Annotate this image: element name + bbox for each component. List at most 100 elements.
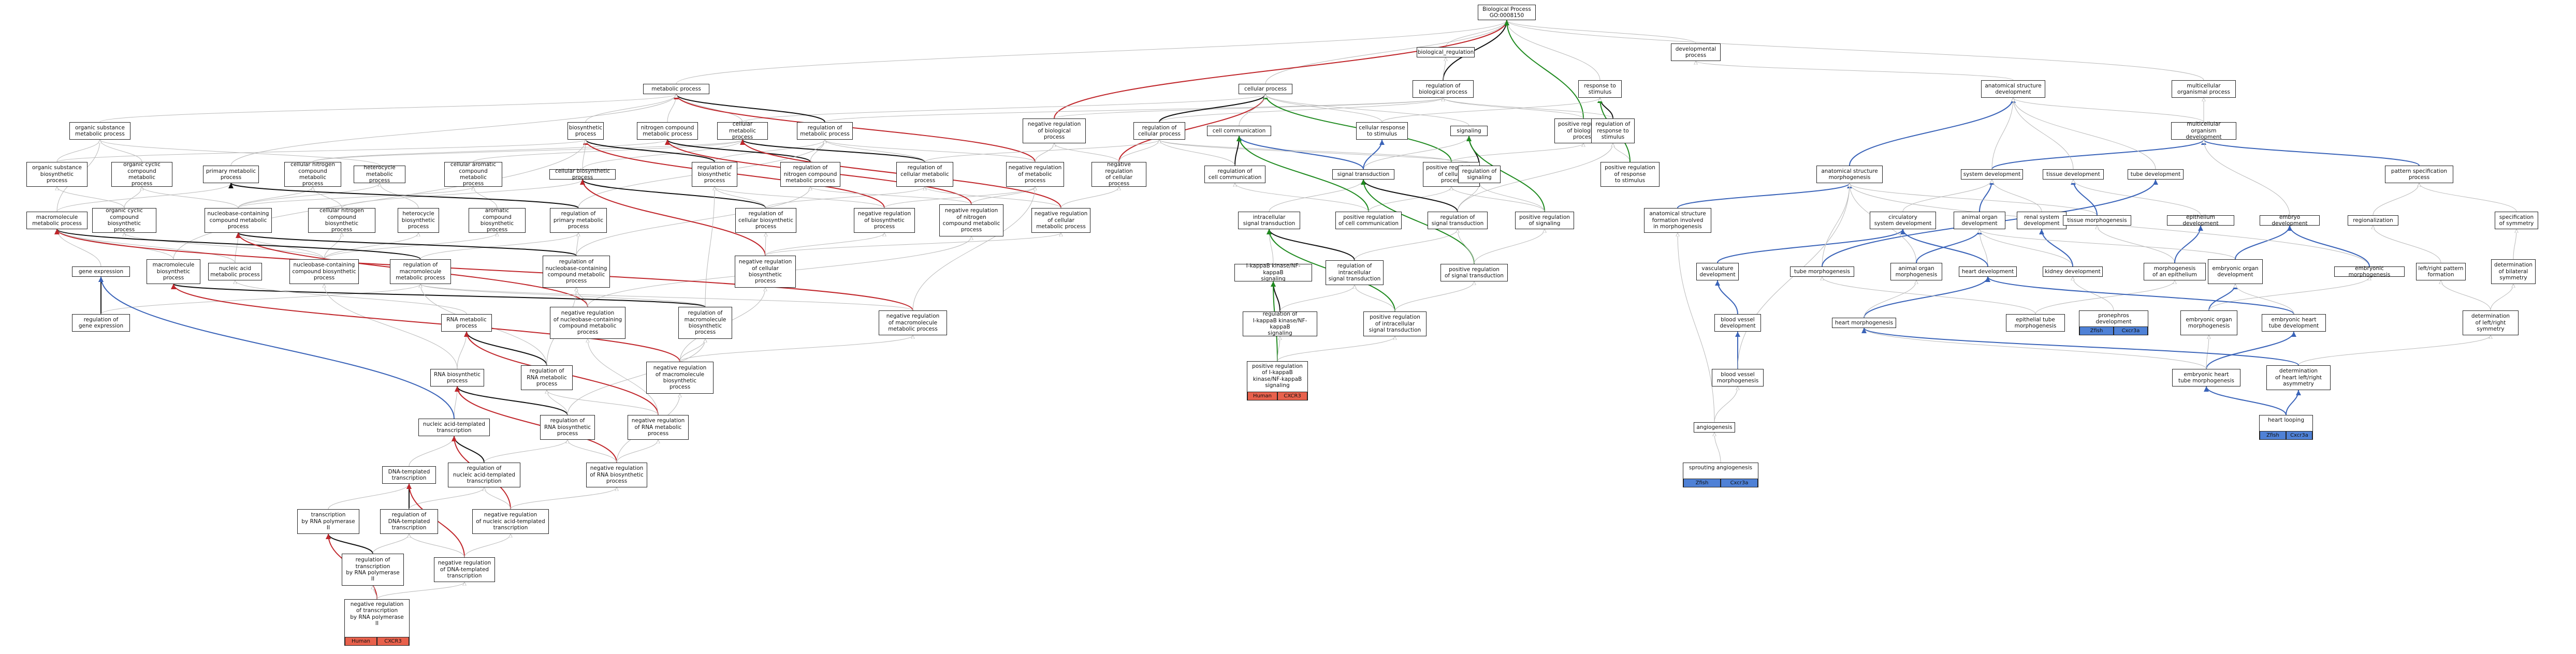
go-term-node[interactable]: embryonic heart tube development [2262, 314, 2326, 332]
go-term-node[interactable]: regionalization [2348, 215, 2398, 226]
go-term-node[interactable]: biological_regulation [1417, 47, 1475, 57]
go-term-node[interactable]: animal organ development [1954, 212, 2005, 229]
go-term-node[interactable]: organic cyclic compound metabolic proces… [111, 161, 172, 187]
go-term-node[interactable]: positive regulation of signaling [1515, 212, 1574, 229]
go-term-node[interactable]: regulation of biological process [1413, 80, 1474, 98]
go-term-node[interactable]: regulation of cellular biosynthetic proc… [735, 208, 796, 233]
go-term-node[interactable]: specification of symmetry [2495, 212, 2538, 229]
go-term-node[interactable]: cellular response to stimulus [1356, 122, 1408, 140]
go-term-node[interactable]: regulation of cell communication [1204, 166, 1265, 183]
go-term-node[interactable]: negative regulation of cellular biosynth… [735, 256, 796, 288]
go-term-node[interactable]: negative regulation of metabolic process [1006, 162, 1064, 187]
go-term-node[interactable]: tube development [2128, 169, 2184, 180]
go-term-node[interactable]: negative regulation of cellular metaboli… [1031, 208, 1090, 233]
go-term-node[interactable]: vasculature development [1696, 263, 1739, 280]
go-term-node[interactable]: transcription by RNA polymerase II [297, 509, 359, 534]
go-term-node[interactable]: anatomical structure formation involved … [1644, 208, 1711, 233]
go-term-node[interactable]: RNA biosynthetic process [430, 369, 484, 387]
go-term-node[interactable]: regulation of RNA biosynthetic process [540, 415, 595, 440]
go-term-node[interactable]: intracellular signal transduction [1238, 212, 1300, 229]
go-term-node[interactable]: negative regulation of cellular process [1091, 161, 1146, 187]
go-term-node[interactable]: primary metabolic process [203, 166, 259, 183]
go-term-node[interactable]: cellular nitrogen compound biosynthetic … [308, 207, 375, 233]
go-term-node[interactable]: cellular process [1239, 84, 1292, 94]
go-term-node[interactable]: nucleobase-containing compound metabolic… [205, 208, 272, 233]
go-term-node[interactable]: negative regulation of nitrogen compound… [939, 204, 1003, 236]
go-term-node[interactable]: negative regulation of biosynthetic proc… [854, 208, 915, 233]
go-term-node[interactable]: system development [1961, 169, 2023, 180]
go-term-node[interactable]: pattern specification process [2385, 166, 2453, 183]
go-term-node[interactable]: macromolecule metabolic process [26, 212, 88, 229]
go-term-node[interactable]: signaling [1450, 126, 1488, 136]
go-term-node[interactable]: regulation of response to stimulus [1591, 118, 1635, 143]
go-term-node[interactable]: regulation of nucleic acid-templated tra… [448, 463, 520, 487]
go-term-node[interactable]: organic substance biosynthetic process [26, 162, 88, 187]
go-term-node[interactable]: embryo development [2260, 214, 2320, 227]
go-term-node[interactable]: determination of left/right symmetry [2463, 310, 2519, 335]
go-term-node[interactable]: regulation of DNA-templated transcriptio… [380, 509, 438, 534]
go-term-node[interactable]: circulatory system development [1870, 212, 1936, 229]
go-term-node[interactable]: embryonic organ morphogenesis [2180, 310, 2237, 335]
go-term-node[interactable]: embryonic heart tube morphogenesis [2172, 369, 2240, 387]
go-term-node[interactable]: renal system development [2017, 212, 2066, 229]
go-term-node[interactable]: determination of heart left/right asymme… [2266, 365, 2331, 390]
go-term-node[interactable]: morphogenesis of an epithelium [2144, 263, 2206, 280]
go-term-node[interactable]: biosynthetic process [567, 122, 604, 140]
go-term-node[interactable]: blood vessel morphogenesis [1712, 369, 1764, 387]
go-term-node[interactable]: negative regulation of biological proces… [1023, 118, 1086, 143]
go-term-node[interactable]: response to stimulus [1578, 80, 1622, 98]
go-term-node[interactable]: animal organ morphogenesis [1890, 263, 1942, 280]
go-term-node[interactable]: regulation of transcription by RNA polym… [342, 554, 404, 586]
go-term-node[interactable]: heterocycle biosynthetic process [398, 208, 439, 233]
go-term-node[interactable]: nitrogen compound metabolic process [637, 122, 698, 140]
go-term-node[interactable]: positive regulation of response to stimu… [1600, 162, 1660, 187]
go-term-node[interactable]: metabolic process [643, 84, 709, 94]
go-term-node[interactable]: negative regulation of transcription by … [344, 599, 410, 646]
go-term-node[interactable]: kidney development [2043, 266, 2103, 277]
go-term-node[interactable]: negative regulation of RNA biosynthetic … [586, 463, 647, 487]
go-term-node[interactable]: regulation of primary metabolic process [550, 208, 607, 233]
go-term-node[interactable]: heterocycle metabolic process [354, 165, 405, 184]
go-term-node[interactable]: determination of bilateral symmetry [2491, 259, 2536, 284]
go-term-node[interactable]: Biological Process GO:0008150 [1478, 5, 1536, 20]
go-term-node[interactable]: DNA-templated transcription [382, 466, 436, 484]
go-term-node[interactable]: negative regulation of RNA metabolic pro… [628, 415, 689, 440]
go-term-node[interactable]: cellular aromatic compound metabolic pro… [444, 161, 502, 187]
go-term-node[interactable]: heart development [1959, 266, 2017, 277]
go-term-node[interactable]: regulation of signal transduction [1428, 212, 1488, 229]
go-term-node[interactable]: RNA metabolic process [441, 314, 492, 332]
go-term-node[interactable]: multicellular organism development [2171, 121, 2236, 140]
go-term-node[interactable]: negative regulation of DNA-templated tra… [434, 557, 495, 582]
go-term-node[interactable]: positive regulation of signal transducti… [1440, 264, 1508, 281]
go-term-node[interactable]: cellular nitrogen compound metabolic pro… [284, 161, 341, 187]
go-term-node[interactable]: nucleic acid-templated transcription [418, 419, 490, 436]
go-term-node[interactable]: positive regulation of I-kappaB kinase/N… [1247, 361, 1308, 400]
go-term-node[interactable]: positive regulation of cell communicatio… [1335, 212, 1402, 229]
go-term-node[interactable]: negative regulation of macromolecule met… [879, 310, 947, 335]
go-term-node[interactable]: regulation of signaling [1458, 166, 1501, 183]
go-term-node[interactable]: gene expression [72, 266, 130, 277]
go-term-node[interactable]: regulation of nucleobase-containing comp… [543, 256, 610, 288]
go-term-node[interactable]: multicellular organismal process [2172, 80, 2236, 98]
go-term-node[interactable]: regulation of intracellular signal trans… [1326, 260, 1384, 285]
go-term-node[interactable]: regulation of cellular metabolic process [896, 162, 953, 187]
go-term-node[interactable]: cellular metabolic process [717, 121, 768, 140]
go-term-node[interactable]: developmental process [1671, 43, 1721, 61]
go-term-node[interactable]: aromatic compound biosynthetic process [469, 207, 526, 233]
go-term-node[interactable]: cell communication [1207, 126, 1271, 136]
go-term-node[interactable]: tube morphogenesis [1790, 266, 1854, 277]
go-term-node[interactable]: anatomical structure morphogenesis [1816, 166, 1883, 183]
go-term-node[interactable]: angiogenesis [1694, 422, 1735, 433]
go-term-node[interactable]: regulation of gene expression [72, 314, 130, 332]
go-term-node[interactable]: heart morphogenesis [1832, 318, 1896, 328]
go-term-node[interactable]: left/right pattern formation [2416, 263, 2466, 280]
go-term-node[interactable]: anatomical structure development [1981, 80, 2045, 98]
go-term-node[interactable]: epithelium development [2167, 214, 2234, 227]
go-term-node[interactable]: negative regulation of macromolecule bio… [646, 362, 714, 394]
go-term-node[interactable]: regulation of macromolecule metabolic pr… [390, 259, 451, 284]
go-term-node[interactable]: organic cyclic compound biosynthetic pro… [92, 207, 156, 233]
go-term-node[interactable]: embryonic morphogenesis [2334, 265, 2405, 278]
